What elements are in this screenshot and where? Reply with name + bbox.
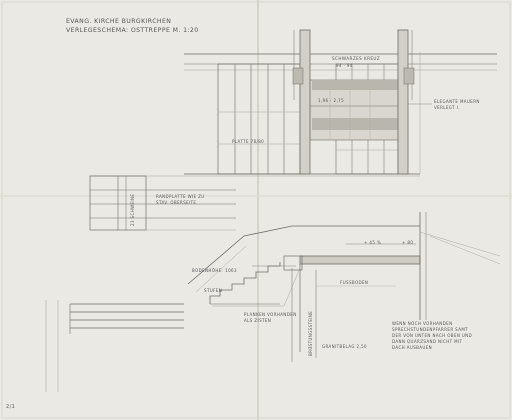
note-block: WENN NOCH VORHANDEN SPRECHSTUNDENPFARRER… (392, 321, 472, 350)
stair-section (45, 212, 501, 392)
drawing-title: EVANG. KIRCHE BURGKIRCHEN (66, 18, 171, 25)
note-line-5: DACH AUSBAUEN (392, 345, 432, 350)
label-elegante-mauern: ELEGANTE MAUERN (434, 99, 480, 104)
elevation-view (90, 29, 497, 177)
archive-stamp: 2/1 (6, 404, 15, 410)
label-masse-top: 94 · 94 (336, 63, 353, 68)
label-bodenhoehe: BODENHÖHE: 1063 (192, 268, 237, 273)
label-fussboden: FUSSBODEN (340, 280, 368, 285)
side-elevation (89, 175, 236, 231)
note-line-2: SPRECHSTUNDENPFARRER SAMT (392, 327, 468, 332)
label-planken: PLANKEN VORHANDEN (244, 312, 297, 317)
label-hoehe-80: + 80 (402, 240, 413, 245)
label-randplatte: RANDPLATTE WIE ZU (156, 194, 205, 199)
label-granit: GRANITBELAG 2,50 (322, 344, 367, 349)
note-line-4: DANN QUARZSAND NICHT MIT (392, 339, 463, 344)
drawing-subtitle: VERLEGESCHEMA: OSTTREPPE M. 1:20 (66, 27, 199, 34)
label-platte: PLATTE 78/80 (232, 139, 264, 144)
label-randplatte-sub: STAV. OBERSEITE (156, 200, 196, 205)
note-line-3: DER VON UNTEN NACH OBEN UND (392, 333, 472, 338)
note-line-1: WENN NOCH VORHANDEN (392, 321, 452, 326)
label-schwarzes-kreuz: SCHWARZES KREUZ (332, 56, 380, 61)
label-stufen-vertical: 23 SCHWEINE (130, 194, 135, 226)
label-planken-sub: ALS ZISTEN (244, 318, 271, 323)
label-masse-mid: 1,96 · 2,75 (318, 98, 344, 103)
label-stufen: STUFEN (204, 288, 222, 293)
label-elegante-mauern-sub: VERLEGT I. (434, 105, 460, 110)
label-hoehe-45: + 45 % (364, 240, 381, 245)
label-bruestung: BRÜSTUNGSSTEINE (308, 311, 313, 356)
